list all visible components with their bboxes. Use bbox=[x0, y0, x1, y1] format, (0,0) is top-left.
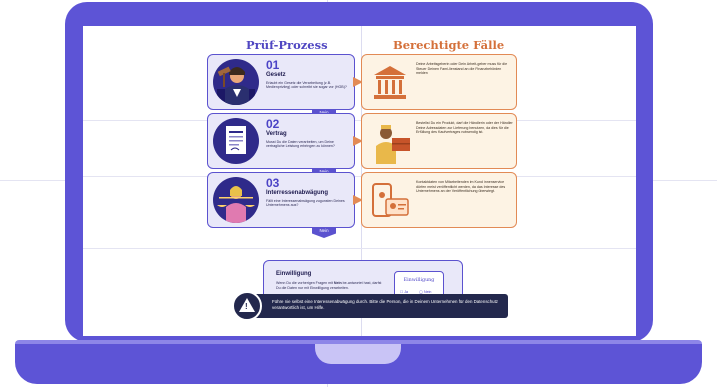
step-description: Erlaubt ein Gesetz die Verarbeitung (z.B… bbox=[266, 81, 347, 90]
arrow-right-icon bbox=[353, 195, 363, 205]
step-title: Vertrag bbox=[266, 131, 287, 137]
case-description: Deine Arbeitsgeberin oder Dein Arbeit-ge… bbox=[416, 62, 508, 75]
consent-title: Einwilligung bbox=[276, 271, 312, 277]
step-card-gesetz: 01 Gesetz Erlaubt ein Gesetz die Verarbe… bbox=[207, 54, 355, 110]
warning-banner: ! Führe nie selbst eine Interessenabwägu… bbox=[232, 291, 508, 321]
warning-icon: ! bbox=[232, 291, 262, 321]
case-description: Bestellst Du ein Produkt, darf die Händl… bbox=[416, 121, 513, 134]
screen-guide-line bbox=[83, 120, 636, 121]
step-number: 03 bbox=[266, 176, 280, 190]
process-heading: Prüf-Prozess bbox=[246, 38, 328, 52]
contact-card-icon bbox=[368, 179, 412, 223]
consent-description: Wenn Du die vorherigen Fragen mit Nein b… bbox=[276, 281, 382, 290]
case-card-gesetz: Deine Arbeitsgeberin oder Dein Arbeit-ge… bbox=[361, 54, 517, 110]
step-number: 01 bbox=[266, 58, 280, 72]
balance-scale-person-icon bbox=[213, 177, 259, 223]
step-card-vertrag: 02 Vertrag Musst Du die Daten verarbeite… bbox=[207, 113, 355, 169]
step-number: 02 bbox=[266, 117, 280, 131]
delivery-person-icon bbox=[368, 120, 412, 164]
case-card-vertrag: Bestellst Du ein Produkt, darf die Händl… bbox=[361, 113, 517, 169]
laptop-notch bbox=[315, 344, 401, 364]
step-title: Interressenabwägung bbox=[266, 190, 329, 196]
step-description: Fällt eine Interessenabwägung zugunsten … bbox=[266, 199, 345, 208]
screen-guide-line bbox=[83, 176, 636, 177]
arrow-right-icon bbox=[353, 77, 363, 87]
arrow-right-icon bbox=[353, 136, 363, 146]
case-card-interessenabwaegung: Kontaktdaten von Mitarbeitenden im Kund … bbox=[361, 172, 517, 228]
step-title: Gesetz bbox=[266, 72, 286, 78]
consent-option-no: ◯ Nein bbox=[419, 290, 432, 294]
contract-document-icon bbox=[213, 118, 259, 164]
laptop-screen: Prüf-Prozess Berechtigte Fälle 01 Gesetz… bbox=[83, 26, 636, 336]
step-card-interessenabwaegung: 03 Interressenabwägung Fällt eine Intere… bbox=[207, 172, 355, 228]
step-description: Musst Du die Daten verarbeiten, um Deine… bbox=[266, 140, 335, 149]
screen-guide-line bbox=[83, 248, 636, 249]
nein-connector: Nein bbox=[312, 228, 336, 238]
consent-box-title: Einwilligung bbox=[403, 278, 435, 283]
case-description: Kontaktdaten von Mitarbeitenden im Kund … bbox=[416, 180, 506, 193]
government-building-icon bbox=[368, 61, 412, 105]
judge-gavel-icon bbox=[213, 59, 259, 105]
consent-option-yes: ☐ Ja bbox=[400, 290, 409, 294]
warning-text: Führe nie selbst eine Interessenabwägung… bbox=[272, 299, 499, 310]
cases-heading: Berechtigte Fälle bbox=[393, 38, 505, 52]
